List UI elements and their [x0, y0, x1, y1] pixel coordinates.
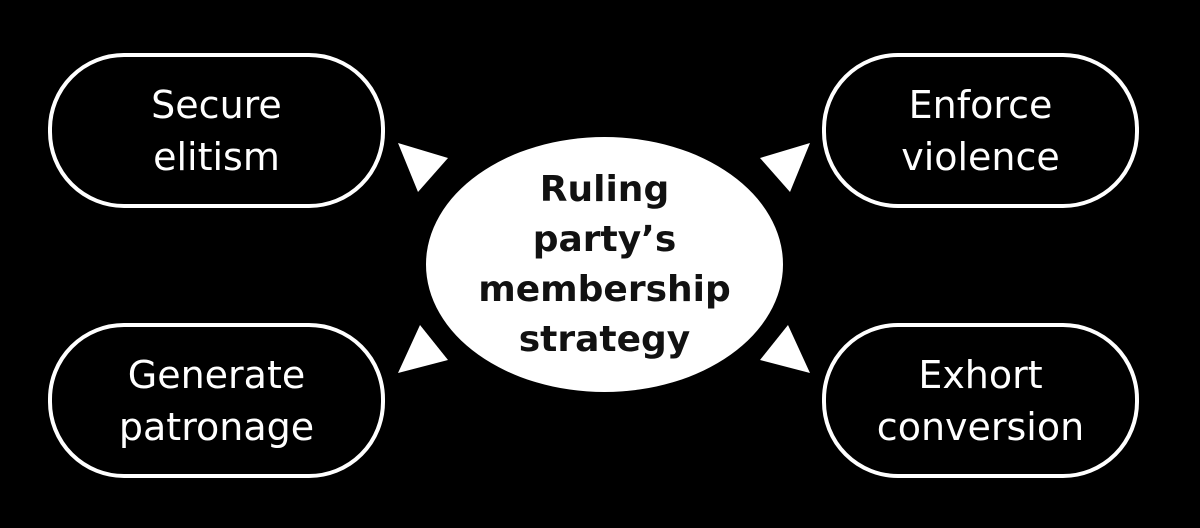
node-secure-elitism: Secure elitism [48, 53, 385, 208]
center-line: strategy [518, 318, 691, 360]
center-line: party’s [532, 218, 677, 260]
center-line: Ruling [539, 168, 670, 210]
node-generate-patronage: Generate patronage [48, 323, 385, 478]
node-exhort-conversion: Exhort conversion [822, 323, 1139, 478]
node-line: Generate [127, 352, 306, 397]
node-line: Enforce [908, 82, 1053, 127]
node-enforce-violence: Enforce violence [822, 53, 1139, 208]
center-line: membership [478, 268, 731, 310]
node-line: patronage [118, 404, 315, 449]
arrow-bottom-right [760, 325, 810, 373]
node-line: Exhort [918, 352, 1043, 397]
arrow-top-right [760, 143, 810, 192]
node-line: elitism [153, 134, 280, 179]
arrow-bottom-left [398, 325, 448, 373]
center-node: Ruling party’s membership strategy [426, 137, 783, 392]
node-line: conversion [876, 404, 1085, 449]
node-line: Secure [151, 82, 282, 127]
arrow-top-left [398, 143, 448, 192]
node-line: violence [901, 134, 1060, 179]
